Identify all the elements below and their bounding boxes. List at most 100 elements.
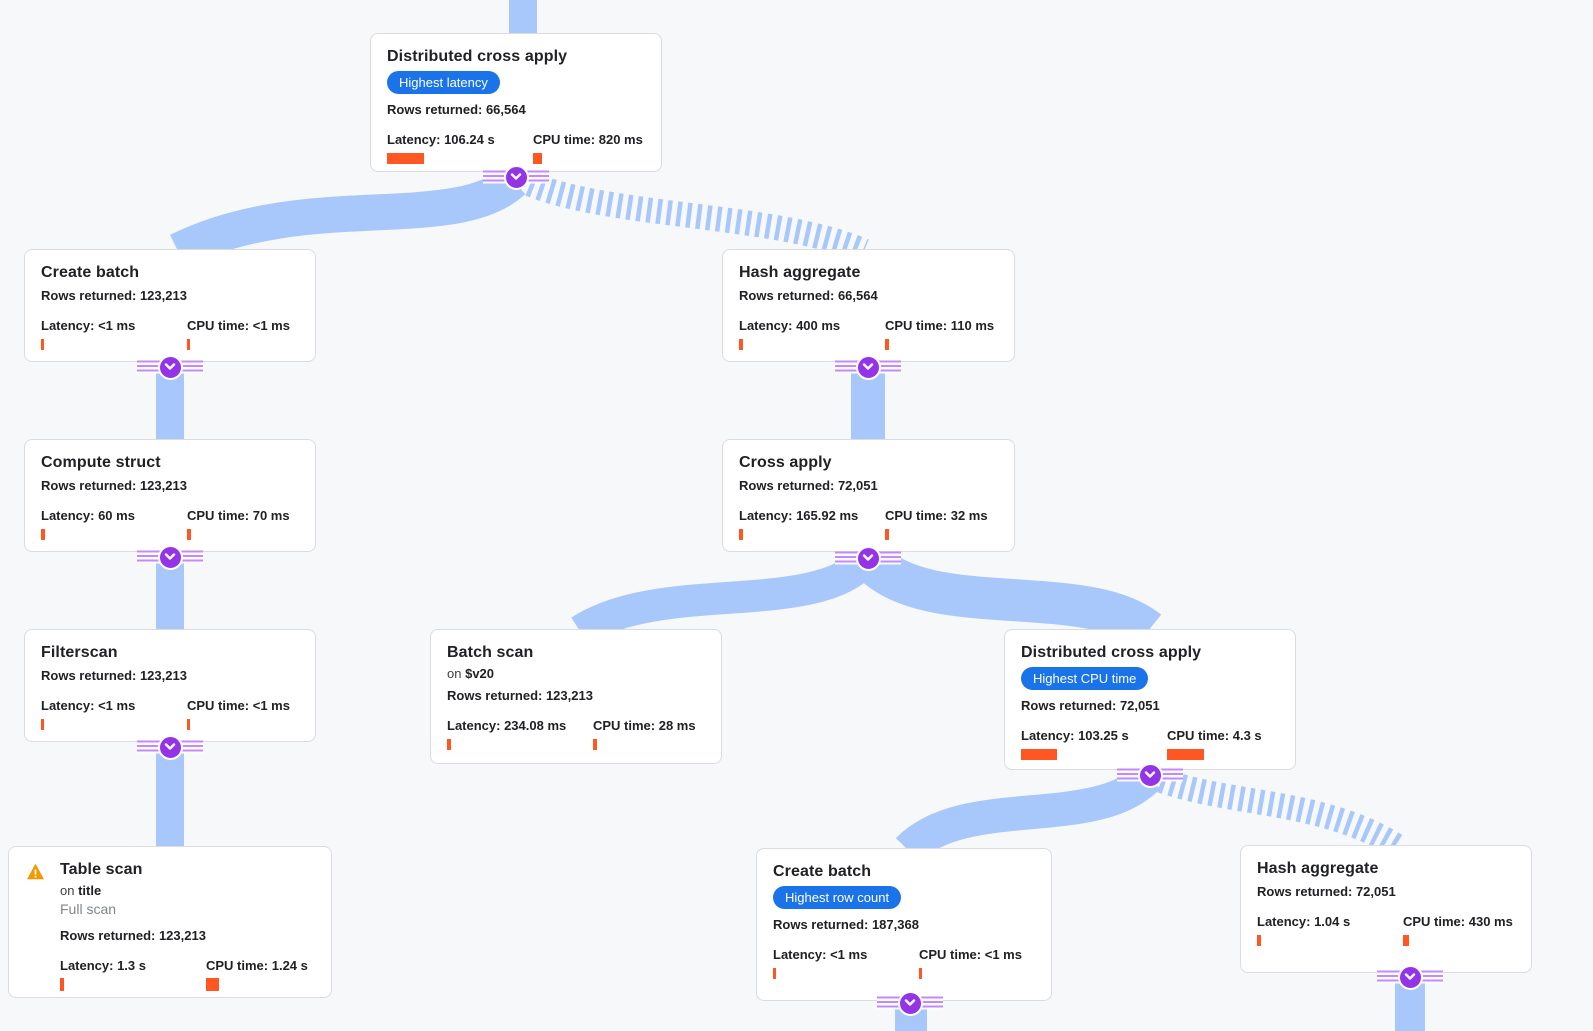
plan-node-filterscan[interactable]: Filterscan Rows returned: 123,213 Latenc… [24, 629, 316, 742]
rows-returned: Rows returned: 123,213 [41, 478, 187, 493]
rows-returned: Rows returned: 123,213 [41, 668, 187, 683]
cpu-time-bar [187, 339, 190, 350]
plan-node-hash-aggregate-2[interactable]: Hash aggregate Rows returned: 72,051 Lat… [1240, 845, 1532, 973]
latency-label: Latency: <1 ms [41, 698, 136, 713]
chevron-down-icon [1397, 964, 1423, 990]
plan-node-compute-struct[interactable]: Compute struct Rows returned: 123,213 La… [24, 439, 316, 552]
latency-label: Latency: 400 ms [739, 318, 841, 333]
expand-toggle-distributed-cross-apply-root[interactable] [483, 164, 549, 190]
latency-bar [739, 339, 743, 350]
full-scan-note: Full scan [60, 901, 117, 917]
plan-node-hash-aggregate-1[interactable]: Hash aggregate Rows returned: 66,564 Lat… [722, 249, 1015, 362]
chevron-down-icon [157, 734, 183, 760]
cpu-time-bar [187, 719, 190, 730]
chevron-down-icon [157, 354, 183, 380]
plan-node-create-batch-1[interactable]: Create batch Rows returned: 123,213 Late… [24, 249, 316, 362]
edge-cross-apply-dca2 [854, 544, 1162, 649]
cpu-time-bar [1403, 935, 1409, 946]
node-title: Distributed cross apply [387, 48, 568, 65]
edge-root-hash-aggregate [515, 168, 869, 263]
plan-node-table-scan[interactable]: Table scan on title Full scan Rows retur… [8, 846, 332, 998]
cpu-time-label: CPU time: 4.3 s [1167, 728, 1262, 743]
rows-returned: Rows returned: 123,213 [41, 288, 187, 303]
highest-latency-badge: Highest latency [387, 71, 500, 94]
latency-label: Latency: 1.04 s [1257, 914, 1351, 929]
cpu-time-label: CPU time: 32 ms [885, 508, 988, 523]
expand-toggle-distributed-cross-apply-2[interactable] [1117, 762, 1183, 788]
cpu-time-bar [593, 739, 597, 750]
highest-row-count-badge: Highest row count [773, 886, 902, 909]
latency-bar [41, 339, 44, 350]
cpu-time-label: CPU time: <1 ms [187, 698, 290, 713]
latency-bar [60, 978, 64, 991]
edge-dca2-create-batch2 [895, 764, 1161, 863]
edge-root-create-batch [170, 166, 526, 268]
expand-toggle-cross-apply[interactable] [835, 545, 901, 571]
latency-bar [41, 719, 44, 730]
chevron-down-icon [1137, 762, 1163, 788]
chevron-down-icon [897, 990, 923, 1016]
chevron-down-icon [157, 544, 183, 570]
cpu-time-bar [533, 153, 542, 164]
expand-toggle-hash-aggregate-2[interactable] [1377, 964, 1443, 990]
plan-node-create-batch-2[interactable]: Create batch Highest row count Rows retu… [756, 848, 1052, 1001]
latency-label: Latency: 60 ms [41, 508, 135, 523]
cpu-time-bar [919, 968, 922, 979]
rows-returned: Rows returned: 66,564 [387, 102, 526, 117]
cpu-time-bar [187, 529, 191, 540]
node-title: Distributed cross apply [1021, 644, 1202, 661]
latency-label: Latency: 106.24 s [387, 132, 495, 147]
scan-target: on title [60, 883, 102, 898]
chevron-down-icon [503, 164, 529, 190]
node-title: Batch scan [447, 644, 534, 661]
cpu-time-bar [206, 978, 219, 991]
rows-returned: Rows returned: 72,051 [1021, 698, 1160, 713]
rows-returned: Rows returned: 72,051 [739, 478, 878, 493]
cpu-time-label: CPU time: 430 ms [1403, 914, 1513, 929]
cpu-time-bar [885, 339, 889, 350]
node-title: Filterscan [41, 644, 118, 661]
cpu-time-label: CPU time: <1 ms [919, 947, 1022, 962]
latency-label: Latency: 234.08 ms [447, 718, 567, 733]
cpu-time-label: CPU time: <1 ms [187, 318, 290, 333]
node-title: Hash aggregate [1257, 860, 1379, 877]
plan-node-batch-scan[interactable]: Batch scan on $v20 Rows returned: 123,21… [430, 629, 722, 764]
scan-target: on $v20 [447, 666, 495, 681]
latency-bar [41, 529, 45, 540]
latency-bar [1257, 935, 1261, 946]
plan-node-cross-apply[interactable]: Cross apply Rows returned: 72,051 Latenc… [722, 439, 1015, 552]
node-title: Compute struct [41, 454, 161, 471]
cpu-time-bar [1167, 749, 1204, 760]
latency-bar [387, 153, 424, 164]
node-title: Create batch [41, 264, 140, 281]
node-title: Create batch [773, 863, 872, 880]
plan-node-distributed-cross-apply-root[interactable]: Distributed cross apply Highest latency … [370, 33, 662, 172]
cpu-time-label: CPU time: 28 ms [593, 718, 696, 733]
cpu-time-bar [885, 529, 889, 540]
rows-returned: Rows returned: 66,564 [739, 288, 878, 303]
plan-node-distributed-cross-apply-2[interactable]: Distributed cross apply Highest CPU time… [1004, 629, 1296, 770]
cpu-time-label: CPU time: 110 ms [885, 318, 995, 333]
edge-dca2-hash-aggregate2 [1147, 765, 1405, 858]
node-title: Cross apply [739, 454, 832, 471]
latency-bar [739, 529, 743, 540]
latency-label: Latency: 165.92 ms [739, 508, 859, 523]
node-title: Table scan [60, 861, 143, 878]
cpu-time-label: CPU time: 820 ms [533, 132, 643, 147]
expand-toggle-filterscan[interactable] [137, 734, 203, 760]
chevron-down-icon [855, 545, 881, 571]
node-title: Hash aggregate [739, 264, 861, 281]
expand-toggle-create-batch-2[interactable] [877, 990, 943, 1016]
latency-label: Latency: 103.25 s [1021, 728, 1129, 743]
expand-toggle-compute-struct[interactable] [137, 544, 203, 570]
latency-label: Latency: <1 ms [773, 947, 868, 962]
expand-toggle-create-batch-1[interactable] [137, 354, 203, 380]
warning-icon [27, 863, 44, 880]
rows-returned: Rows returned: 187,368 [773, 917, 919, 932]
latency-bar [1021, 749, 1057, 760]
expand-toggle-hash-aggregate-1[interactable] [835, 354, 901, 380]
rows-returned: Rows returned: 123,213 [447, 688, 593, 703]
cpu-time-label: CPU time: 70 ms [187, 508, 290, 523]
rows-returned: Rows returned: 123,213 [60, 928, 206, 943]
